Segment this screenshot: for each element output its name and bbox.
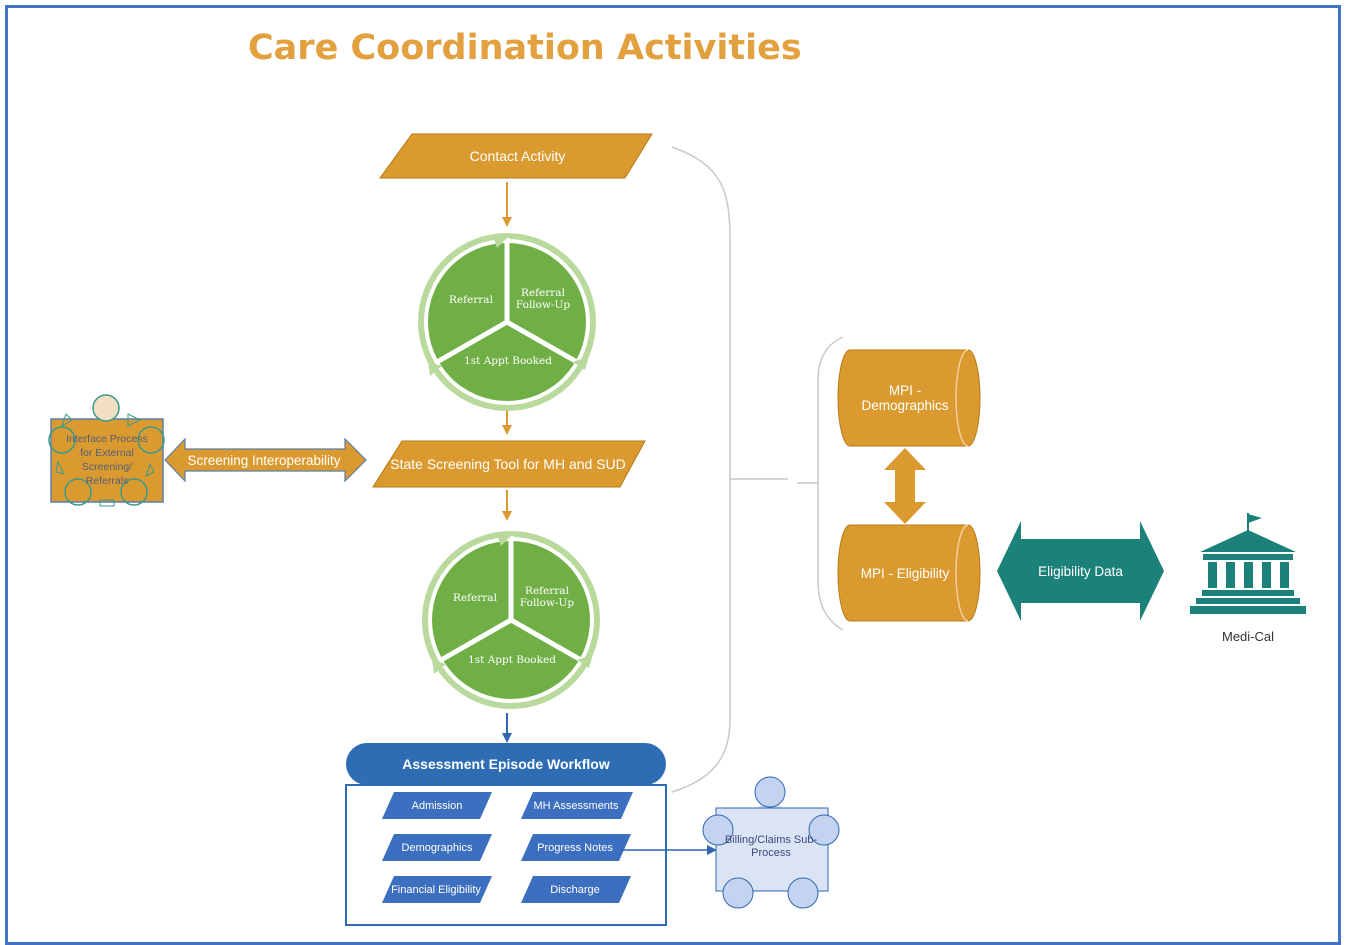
flow-bracket xyxy=(671,146,731,793)
mpi-link-arrow xyxy=(884,448,926,524)
cycle-top xyxy=(418,233,596,411)
screening-interop-label: Screening Interoperability xyxy=(187,452,341,468)
item-admission-shape xyxy=(382,792,492,819)
page-title: Care Coordination Activities xyxy=(248,28,802,68)
mpi-demographics-label: MPI - Demographics xyxy=(861,383,949,413)
assessment-header-shape xyxy=(346,743,666,785)
cycle-top-first-appt-label: 1st Appt Booked xyxy=(464,355,552,367)
state-screening-label: State Screening Tool for MH and SUD xyxy=(390,456,626,472)
cycle-top-referral-followup-label: Referral Follow-Up xyxy=(515,287,571,311)
state-screening-shape xyxy=(372,440,646,488)
cycle-bottom-referral-label: Referral xyxy=(453,592,497,604)
billing-label: Billing/Claims Sub-Process xyxy=(724,834,818,859)
cycle-bottom-referral-followup-label: Referral Follow-Up xyxy=(519,585,575,609)
eligibility-data-arrow xyxy=(997,521,1164,621)
item-progress-notes-shape xyxy=(521,834,631,861)
item-mh-assessments: MH Assessments xyxy=(533,799,619,812)
interface-process-box xyxy=(48,394,165,507)
item-admission: Admission xyxy=(411,799,463,812)
cycle-top-referral-label: Referral xyxy=(449,294,493,306)
contact-activity-shape xyxy=(379,133,653,179)
medi-cal-building-icon xyxy=(1190,513,1306,614)
interface-process-label: Interface Process for External Screening… xyxy=(66,433,148,487)
billing-subprocess-box xyxy=(702,776,840,909)
item-discharge-shape xyxy=(521,876,631,903)
item-discharge: Discharge xyxy=(550,883,600,896)
mpi-eligibility-label: MPI - Eligibility xyxy=(860,565,950,581)
contact-activity-label: Contact Activity xyxy=(469,148,566,164)
item-financial-eligibility: Financial Eligibility xyxy=(391,883,481,896)
mpi-bracket xyxy=(817,336,844,631)
cycle-bottom xyxy=(422,531,600,709)
screening-interop-arrow xyxy=(164,437,367,483)
item-demographics: Demographics xyxy=(401,841,473,854)
eligibility-data-label: Eligibility Data xyxy=(1038,563,1123,579)
medi-cal-label: Medi-Cal xyxy=(1221,628,1274,644)
mpi-eligibility-cylinder xyxy=(837,524,981,622)
item-progress-notes: Progress Notes xyxy=(537,841,613,854)
item-financial-eligibility-shape xyxy=(382,876,492,903)
item-mh-assessments-shape xyxy=(521,792,633,819)
item-demographics-shape xyxy=(382,834,492,861)
mpi-demographics-cylinder xyxy=(837,349,981,447)
assessment-title: Assessment Episode Workflow xyxy=(402,756,610,772)
cycle-bottom-first-appt-label: 1st Appt Booked xyxy=(468,654,556,666)
